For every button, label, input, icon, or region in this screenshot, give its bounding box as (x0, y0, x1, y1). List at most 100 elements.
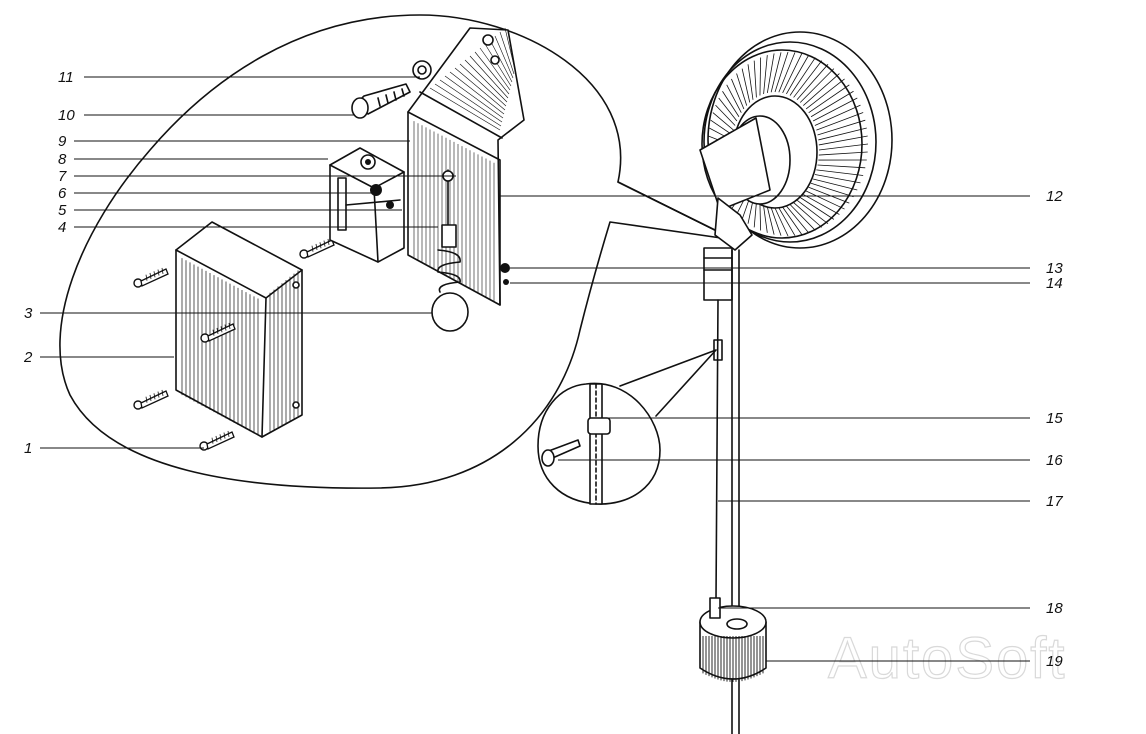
hatch-line (808, 84, 850, 114)
hatch-line (816, 112, 864, 131)
hatch-line (157, 391, 160, 398)
hatch-line (747, 64, 754, 100)
hatch-line (323, 240, 326, 247)
hatch-line (759, 204, 762, 231)
hatch-line (753, 60, 757, 98)
weight-hatching (702, 636, 764, 682)
hatch-line (474, 51, 510, 95)
hatch-line (796, 64, 829, 101)
pulley-wheel (699, 31, 893, 249)
hatch-line (454, 67, 506, 111)
screw-set (133, 238, 335, 451)
hatch-line (812, 97, 858, 122)
hatch-line (157, 269, 160, 276)
hatch-line (796, 199, 829, 224)
hatch-line (504, 27, 516, 71)
hatch-line (715, 104, 736, 126)
hatch-line (444, 75, 504, 119)
hatch-line (712, 112, 734, 131)
hatch-line (469, 55, 509, 99)
hatch-line (464, 59, 508, 103)
hatch-line (818, 151, 868, 156)
hatch-line (778, 52, 796, 93)
watermark-text: AutoSoft (828, 626, 1066, 691)
hatch-line (782, 206, 803, 235)
hatch-line (149, 272, 152, 280)
hatch-line (227, 430, 230, 437)
counterweight (699, 597, 767, 682)
hatch-line (793, 202, 823, 228)
callout-15: 15 (1046, 410, 1063, 427)
screw (133, 389, 169, 410)
hatch-line (763, 55, 768, 95)
hatch-line (817, 164, 866, 169)
hatch-line (215, 435, 218, 443)
relay-block (329, 147, 405, 263)
hatch-line (161, 389, 164, 396)
hatch-line (759, 57, 762, 96)
hatch-line (228, 322, 231, 329)
hatch-line (782, 53, 803, 94)
hatch-line (219, 434, 222, 441)
bracket-hatching (413, 27, 516, 302)
callout-14: 14 (1046, 275, 1063, 292)
hatch-line (449, 71, 505, 115)
hatch-line (153, 271, 156, 278)
hatch-line (747, 200, 754, 224)
hatch-line (803, 73, 840, 106)
callout-10: 10 (58, 107, 75, 124)
hatch-line (459, 63, 507, 107)
hatch-line (710, 119, 733, 136)
hatch-line (803, 194, 840, 215)
hatch-line (817, 119, 866, 136)
hatch-line (799, 68, 835, 103)
hatch-line (494, 35, 514, 79)
hatch-line (741, 68, 751, 103)
hatch-line (718, 97, 738, 122)
hatch-line (319, 242, 322, 249)
hatch-line (770, 207, 782, 236)
callout-4: 4 (58, 219, 66, 236)
hatch-line (753, 202, 757, 228)
hatch-line (810, 182, 854, 198)
hatch-line (736, 73, 748, 106)
bolt-and-nut (351, 60, 432, 119)
hatch-line (211, 437, 214, 444)
screw (299, 238, 335, 259)
hatch-line (722, 91, 740, 117)
hatch-line (813, 178, 858, 191)
hatch-line (789, 204, 816, 231)
hatch-line (315, 243, 318, 251)
callout-9: 9 (58, 133, 67, 150)
hatch-line (793, 60, 823, 98)
hatch-line (731, 78, 745, 110)
callout-12: 12 (1046, 188, 1063, 205)
screw (200, 322, 236, 343)
hatch-line (216, 327, 219, 335)
hatch-line (814, 174, 861, 184)
hatch-line (774, 207, 789, 237)
hatch-line (766, 207, 775, 235)
hatch-line (786, 205, 810, 234)
hatch-line (489, 39, 513, 83)
hatch-line (805, 190, 845, 210)
hatch-line (774, 51, 789, 93)
callout-11: 11 (58, 69, 74, 86)
hatch-line (220, 326, 223, 333)
hatch-line (224, 324, 227, 331)
hatch-line (311, 245, 314, 252)
cable-assembly (703, 197, 753, 734)
hatch-line (814, 104, 861, 126)
callout-5: 5 (58, 202, 67, 219)
hatch-line (161, 267, 164, 274)
hatch-line (434, 83, 502, 127)
hatch-line (818, 143, 869, 151)
callout-18: 18 (1046, 600, 1063, 617)
hatch-line (818, 127, 867, 141)
hatch-line (145, 396, 148, 403)
hatch-line (484, 43, 512, 87)
hatch-line (800, 197, 835, 220)
mounting-bracket (407, 27, 525, 306)
cover-hatching (181, 258, 299, 436)
